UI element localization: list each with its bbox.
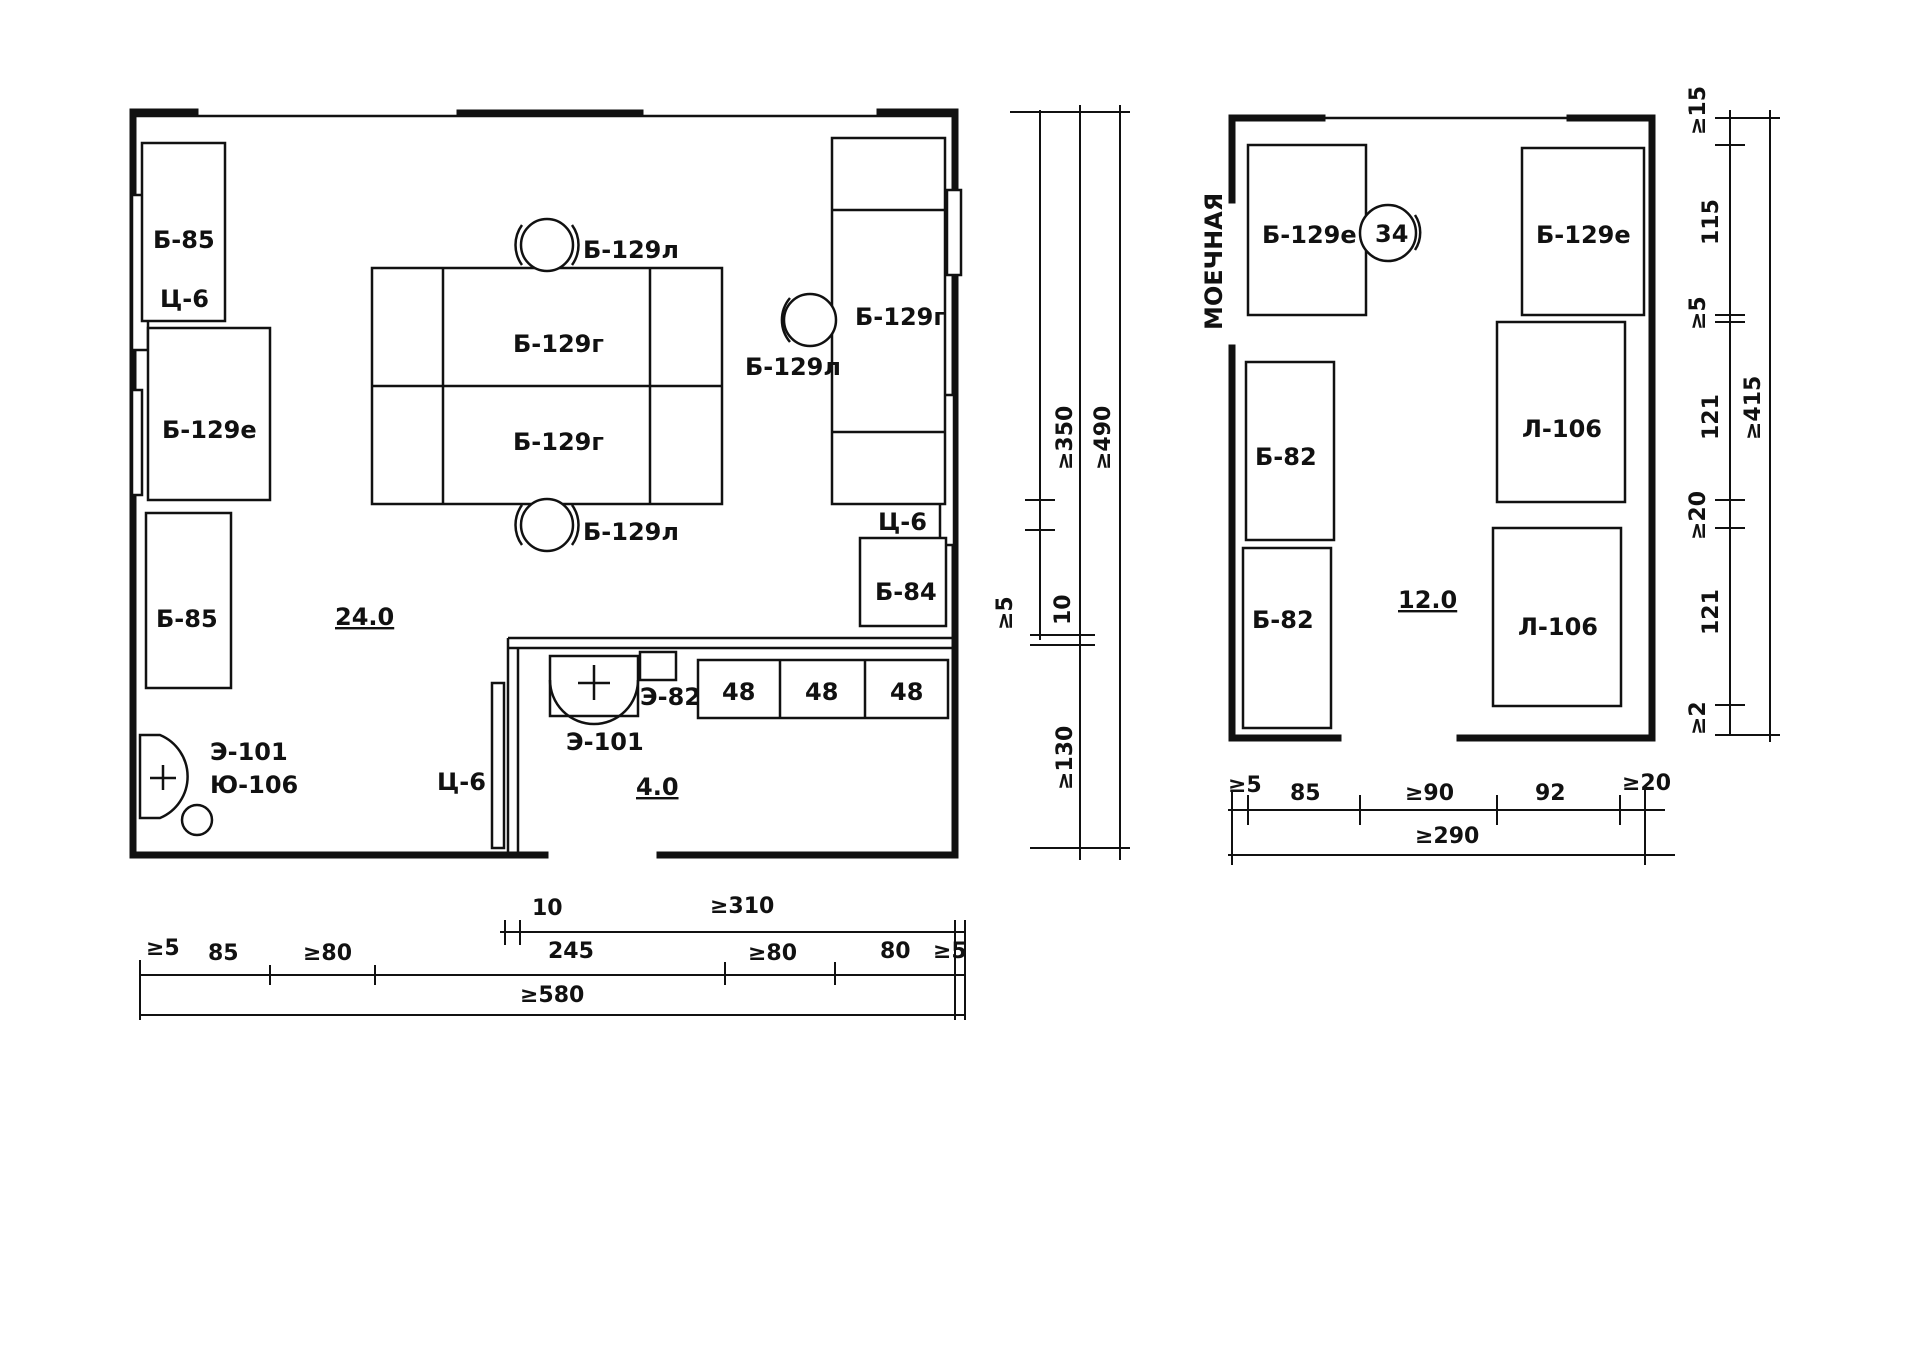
label-b129l-side: Б-129л: [745, 353, 841, 381]
svg-text:≥310: ≥310: [710, 894, 774, 919]
svg-text:92: 92: [1535, 781, 1566, 806]
label-b129g-right: Б-129г: [855, 303, 946, 331]
svg-text:≥80: ≥80: [303, 941, 352, 966]
label-b85-bottom: Б-85: [156, 605, 218, 633]
label-cab2: 48: [805, 678, 838, 706]
right-right-dimensions: ≥15 115 ≥5 121 ≥20 121 ≥2 ≥415: [1686, 86, 1780, 742]
label-b85-top: Б-85: [153, 226, 215, 254]
table-b129e-right: [1520, 146, 1646, 317]
cabinet-b82-top: [1244, 360, 1336, 542]
svg-text:≥5: ≥5: [146, 936, 180, 961]
label-cab1: 48: [722, 678, 755, 706]
chair-side: [782, 292, 838, 348]
svg-text:121: 121: [1699, 589, 1724, 635]
svg-text:≥5: ≥5: [1686, 296, 1711, 330]
left-room: Б-85 Ц-6 Б-129е Б-85 24.0 Э-101 Ю-106 Б-…: [129, 105, 1130, 1020]
label-e101-small: Э-101: [566, 728, 644, 756]
label-yu106: Ю-106: [210, 771, 298, 799]
cabinet-b85-top: [140, 141, 227, 323]
svg-text:80: 80: [880, 939, 911, 964]
label-b129e: Б-129е: [162, 416, 257, 444]
label-b129e-left: Б-129е: [1262, 221, 1357, 249]
right-room: МОЕЧНАЯ Б-129е 34 Б-129е Б-82 Б-82 Л-106…: [1200, 86, 1780, 865]
label-b129l-bottom: Б-129л: [583, 518, 679, 546]
svg-text:≥90: ≥90: [1405, 781, 1454, 806]
label-e82: Э-82: [640, 683, 701, 711]
svg-text:≥15: ≥15: [1686, 86, 1711, 135]
svg-text:85: 85: [208, 941, 239, 966]
area-right: 12.0: [1398, 586, 1457, 614]
label-b129g-top: Б-129г: [513, 330, 604, 358]
label-b82-top: Б-82: [1255, 443, 1317, 471]
svg-text:10: 10: [1051, 594, 1076, 625]
svg-text:≥5: ≥5: [933, 939, 967, 964]
label-cab3: 48: [890, 678, 923, 706]
svg-text:≥20: ≥20: [1686, 491, 1711, 540]
cabinet-b82-bottom: [1241, 546, 1333, 730]
svg-text:≥20: ≥20: [1622, 771, 1671, 796]
unit-l106-bottom: [1491, 526, 1623, 708]
right-bottom-dimensions: ≥5 85 ≥90 92 ≥20 ≥290: [1228, 771, 1675, 865]
unit-l106-top: [1495, 320, 1627, 504]
label-c6-top: Ц-6: [160, 285, 209, 313]
chair-top: [519, 217, 575, 273]
label-b129l-top: Б-129л: [583, 236, 679, 264]
chair-bottom: [519, 497, 575, 553]
label-washroom: МОЕЧНАЯ: [1200, 193, 1228, 330]
svg-text:≥415: ≥415: [1741, 376, 1766, 440]
svg-text:≥130: ≥130: [1053, 726, 1078, 790]
svg-text:245: 245: [548, 939, 594, 964]
label-b84: Б-84: [875, 578, 937, 606]
label-b129e-right: Б-129е: [1536, 221, 1631, 249]
label-b129g-bottom: Б-129г: [513, 428, 604, 456]
area-small: 4.0: [636, 773, 679, 801]
svg-text:≥290: ≥290: [1415, 824, 1479, 849]
label-e101-corner: Э-101: [210, 738, 288, 766]
svg-text:≥80: ≥80: [748, 941, 797, 966]
corner-sink: [138, 733, 189, 820]
label-l106-bottom: Л-106: [1518, 613, 1598, 641]
svg-text:≥2: ≥2: [1686, 701, 1711, 735]
unit-e82: [638, 650, 678, 682]
svg-text:115: 115: [1699, 199, 1724, 245]
table-b129e: [146, 326, 272, 502]
cabinet-b85-bottom: [144, 511, 233, 690]
cabinet-b84: [858, 536, 948, 628]
label-l106-top: Л-106: [1522, 415, 1602, 443]
left-bottom-dimensions: ≥5 85 ≥80 10 ≥310 245 ≥80 80 ≥5 ≥580: [139, 894, 967, 1020]
label-c6-right: Ц-6: [878, 508, 927, 536]
circle-34: [1358, 203, 1418, 263]
svg-text:≥580: ≥580: [520, 983, 584, 1008]
label-c6-small: Ц-6: [437, 768, 486, 796]
cabinet-row: [696, 658, 950, 720]
svg-text:≥350: ≥350: [1053, 406, 1078, 470]
svg-text:85: 85: [1290, 781, 1321, 806]
area-main: 24.0: [335, 603, 394, 631]
label-b82-bottom: Б-82: [1252, 606, 1314, 634]
label-circle34: 34: [1375, 220, 1408, 248]
svg-text:≥5: ≥5: [1228, 773, 1262, 798]
svg-text:10: 10: [532, 896, 563, 921]
table-b129g-right: [830, 136, 947, 506]
svg-text:121: 121: [1699, 394, 1724, 440]
svg-text:≥490: ≥490: [1091, 406, 1116, 470]
left-right-dimensions: ≥350 ≥490 10 ≥5 ≥130: [993, 105, 1130, 860]
door-c6-small: [490, 681, 506, 850]
svg-text:≥5: ≥5: [993, 596, 1018, 630]
